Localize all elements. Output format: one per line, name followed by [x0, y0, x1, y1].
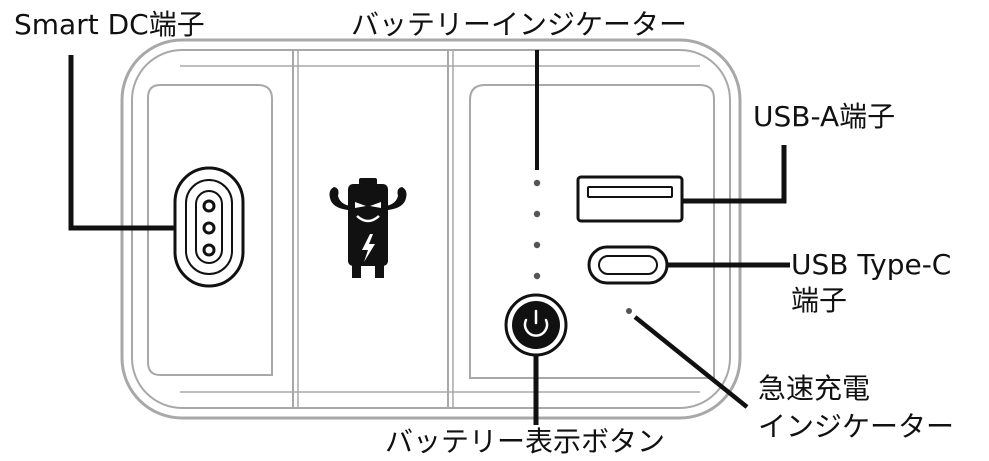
battery-led-3: [533, 241, 541, 249]
battery-led-4: [533, 272, 541, 280]
label-usb-c-port-line1: USB Type-C: [791, 248, 952, 281]
label-usb-c-port-line2: 端子: [791, 284, 848, 317]
dc-pin-top: [202, 199, 216, 213]
dc-pin-middle: [202, 221, 216, 235]
label-smart-dc-port: Smart DC端子: [14, 8, 205, 41]
leader-smart-dc: [68, 55, 175, 231]
label-battery-indicator: バッテリーインジケーター: [351, 8, 688, 41]
quick-charge-led: [626, 308, 632, 314]
dc-pin-bottom: [202, 243, 216, 257]
battery-mascot-icon: [329, 178, 407, 278]
battery-led-1: [533, 179, 541, 187]
leader-quick-charge: [633, 315, 749, 409]
usb-a-port: [576, 175, 684, 223]
label-battery-display-button: バッテリー表示ボタン: [385, 425, 666, 458]
battery-led-2: [533, 210, 541, 218]
smart-dc-port: [173, 166, 245, 288]
usb-c-port: [587, 245, 669, 285]
battery-display-button[interactable]: [504, 293, 568, 357]
leader-usb-a: [682, 145, 787, 204]
label-quick-charge-line2: インジケーター: [758, 410, 955, 443]
power-icon: [523, 309, 549, 337]
leader-lines: [68, 50, 790, 425]
left-panel: [147, 84, 273, 376]
label-usb-a-port: USB-A端子: [753, 100, 896, 133]
label-quick-charge-line1: 急速充電: [758, 372, 871, 405]
